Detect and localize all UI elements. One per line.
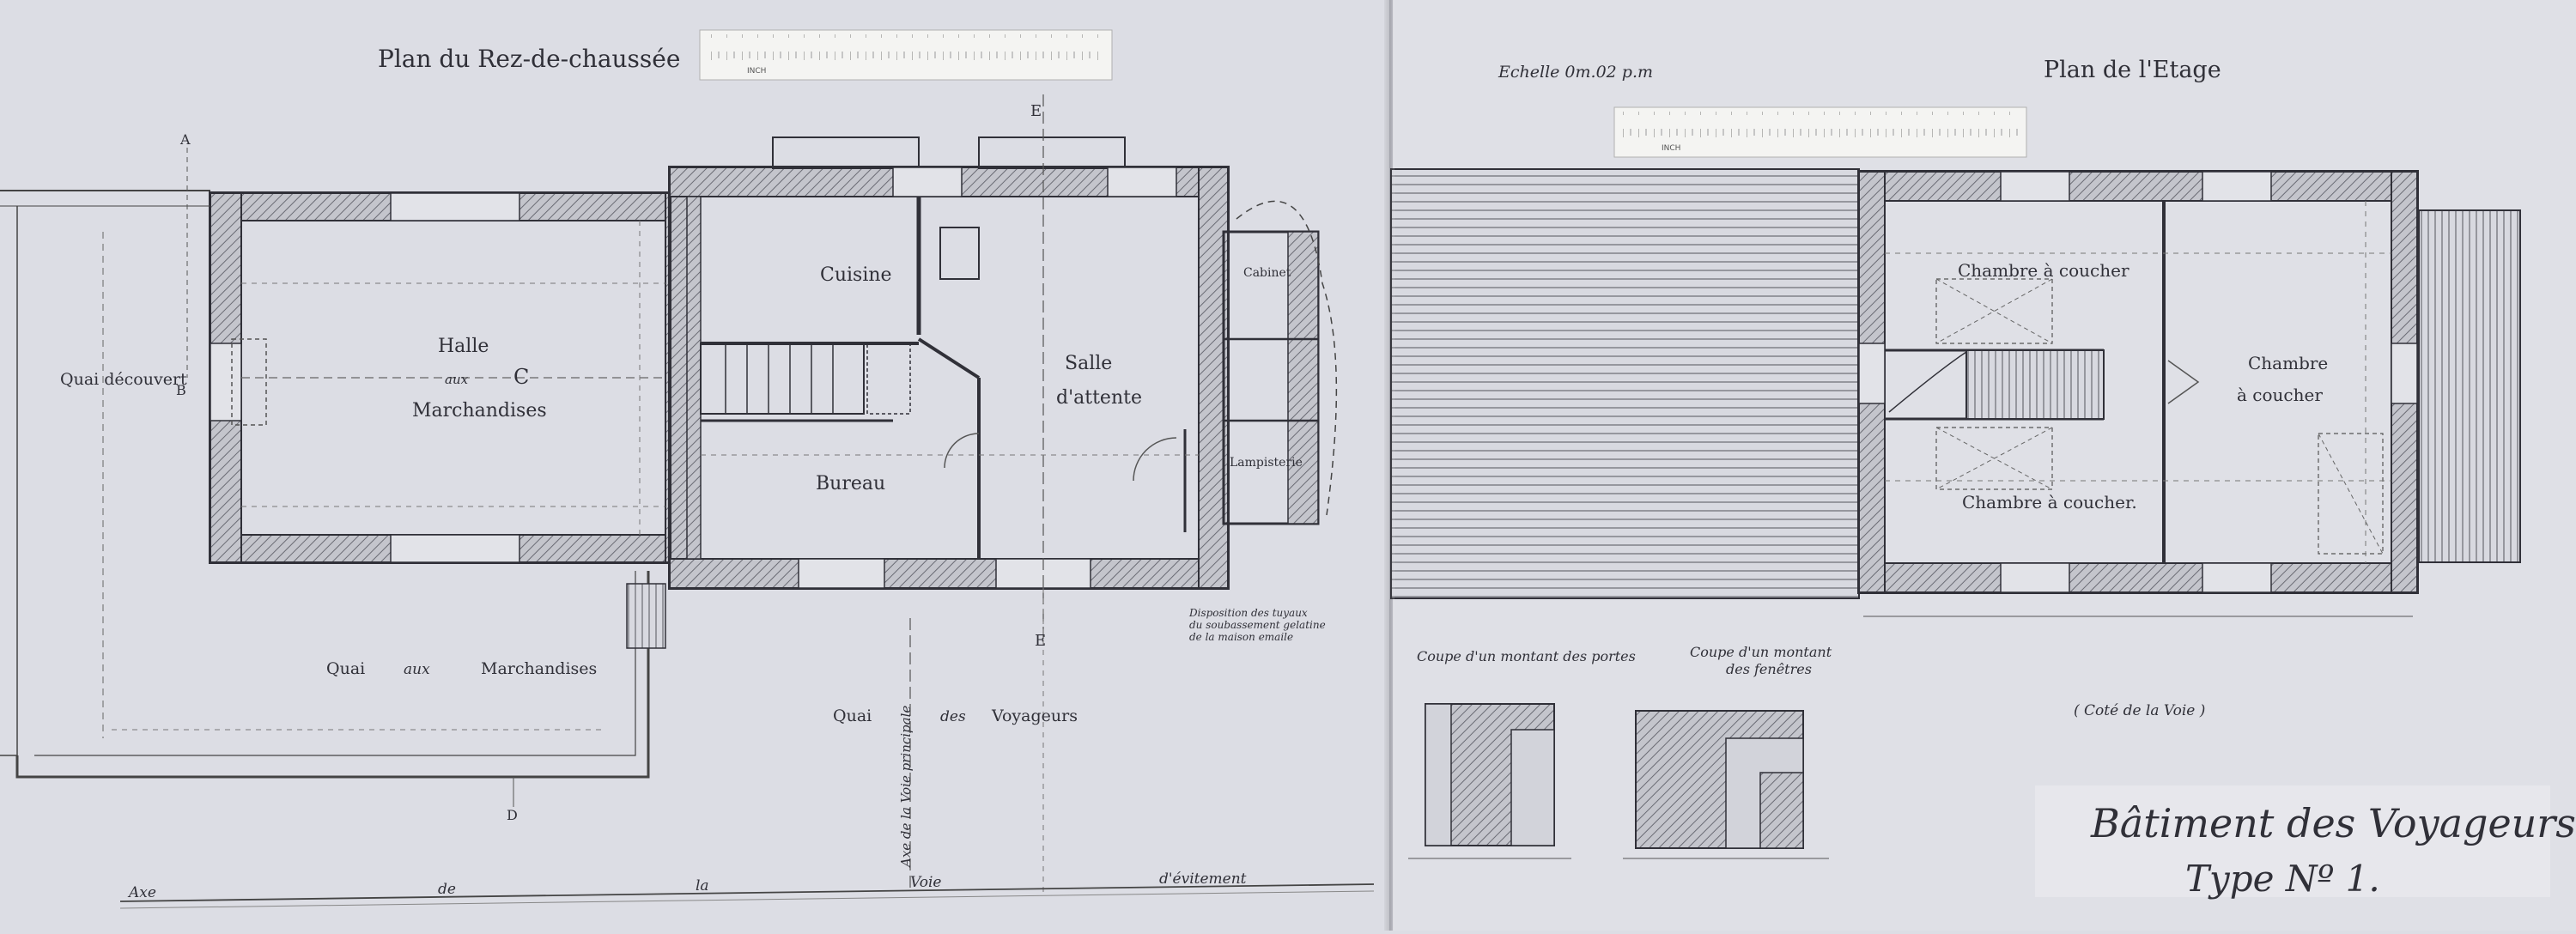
coupe-portes-title: Coupe d'un montant des portes [1417, 648, 1636, 664]
section-letter-a: A [179, 131, 191, 148]
room-chambre-2-l1: Chambre [2248, 353, 2328, 373]
sheet-fold [1384, 0, 1394, 931]
room-halle-l1: Halle [438, 336, 489, 357]
room-chambre-3: Chambre à coucher. [1962, 492, 2137, 512]
note-line-1: Disposition des tuyaux [1188, 607, 1308, 619]
note-line-2: du soubassement gelatine [1189, 619, 1326, 631]
scale-ruler: INCH [699, 29, 1113, 81]
note-line-3: de la maison emaile [1189, 631, 1293, 643]
room-salle-l1: Salle [1065, 353, 1112, 374]
coupe-fenetres-title-l1: Coupe d'un montant [1690, 644, 1832, 660]
quai-voy-2: des [940, 708, 966, 725]
ground-floor-title: Plan du Rez-de-chaussée [378, 45, 680, 73]
side-note: ( Coté de la Voie ) [2074, 702, 2205, 719]
window-jamb-section [1623, 710, 1829, 859]
section-letter-e-bottom: E [1035, 632, 1046, 650]
building-title-line1: Bâtiment des Voyageurs, [2090, 800, 2576, 846]
section-letter-e-top: E [1030, 102, 1042, 120]
door-jamb-section [1408, 703, 1571, 859]
room-cuisine: Cuisine [820, 264, 892, 286]
room-chambre-2-l2: à coucher [2237, 385, 2323, 405]
room-salle-l2: d'attente [1056, 387, 1142, 409]
coupe-fenetres-title-l2: des fenêtres [1726, 661, 1812, 677]
track-word-3: la [696, 877, 709, 895]
room-chambre-1: Chambre à coucher [1958, 260, 2129, 281]
room-bureau: Bureau [816, 473, 885, 494]
quai-march-1: Quai [326, 659, 365, 678]
section-letter-b: B [176, 382, 186, 398]
first-floor-title: Plan de l'Etage [2044, 57, 2221, 83]
quai-decouvert: Quai découvert [60, 370, 187, 389]
room-cabinet: Cabinet [1243, 266, 1291, 280]
room-halle-l2: aux [445, 372, 469, 387]
track-word-4: Voie [910, 874, 941, 891]
section-letter-d: D [507, 807, 518, 823]
quai-voy-3: Voyageurs [991, 707, 1078, 725]
track-word-2: de [438, 881, 456, 898]
building-title-line2: Type Nº 1. [2185, 858, 2380, 900]
ruler-label-2: INCH [1662, 144, 1680, 153]
quai-march-3: Marchandises [481, 659, 597, 678]
axis-note: Axe de la Voie principale [898, 706, 914, 869]
track-word-1: Axe [127, 884, 156, 901]
scale-ruler-2: INCH [1613, 106, 2027, 158]
room-halle-l3: Marchandises [412, 400, 547, 422]
quai-voy-1: Quai [833, 707, 872, 725]
room-lampisterie: Lampisterie [1230, 456, 1303, 470]
scale-text: Echelle 0m.02 p.m [1498, 63, 1653, 82]
ruler-label: INCH [747, 67, 766, 76]
quai-march-2: aux [404, 661, 430, 678]
section-letter-c: C [513, 365, 529, 389]
track-word-5: d'évitement [1159, 870, 1247, 888]
